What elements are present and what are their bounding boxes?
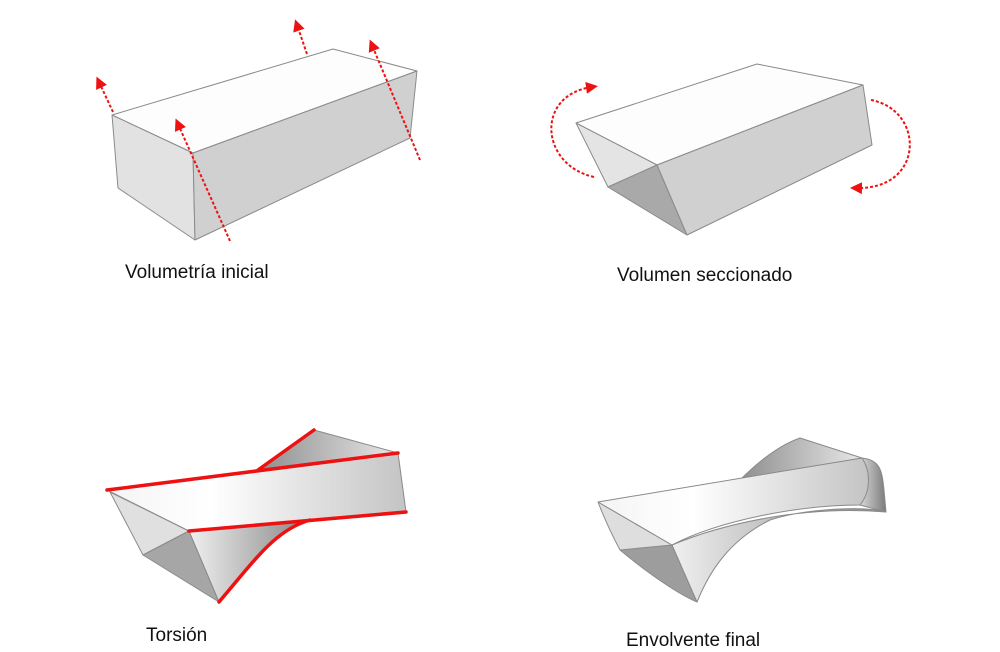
box-side-face xyxy=(192,70,418,241)
section-side-face xyxy=(656,84,873,236)
envelope-lower-face xyxy=(671,508,887,603)
label-final-envelope: Envolvente final xyxy=(626,630,760,651)
edge-line xyxy=(105,451,400,492)
cut-arrow-icon xyxy=(293,19,308,55)
cut-arrow-icon xyxy=(368,39,421,161)
torsion-shape xyxy=(106,429,407,603)
sectioned-volume xyxy=(575,63,873,236)
envelope-back-face xyxy=(739,437,863,481)
initial-volume-box xyxy=(111,48,418,241)
edge-line xyxy=(187,510,408,533)
final-envelope-shape xyxy=(597,437,887,603)
label-initial-volume: Volumetría inicial xyxy=(125,262,269,283)
edge-line xyxy=(256,428,316,472)
cut-arrow-icon xyxy=(174,118,231,242)
edge-line xyxy=(217,518,312,604)
torsion-edges xyxy=(105,428,408,604)
cut-arrow-icon xyxy=(96,76,114,113)
rotate-arrow-icon xyxy=(550,81,598,178)
rotation-arrows xyxy=(550,81,911,195)
label-sectioned-volume: Volumen seccionado xyxy=(617,265,792,286)
cut-arrows xyxy=(96,19,421,242)
envelope-band-face xyxy=(597,457,869,546)
label-torsion: Torsión xyxy=(146,625,207,646)
